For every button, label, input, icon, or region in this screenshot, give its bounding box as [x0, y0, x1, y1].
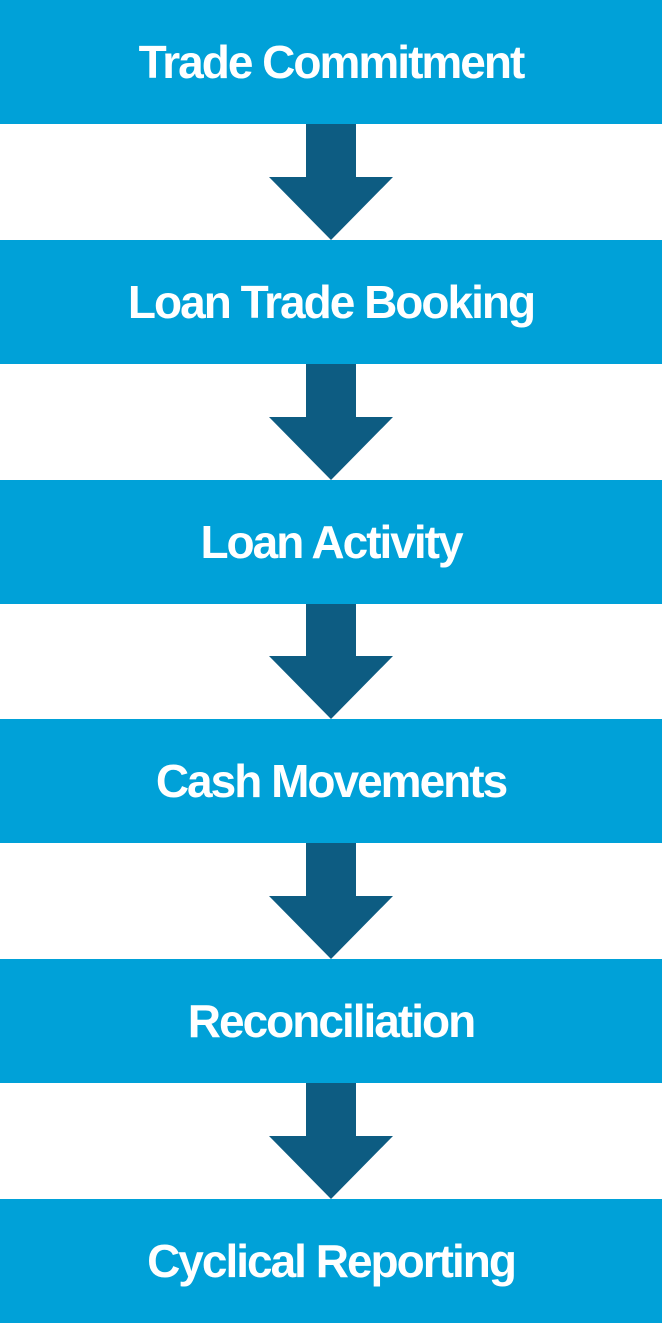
down-arrow-icon: [0, 603, 662, 720]
arrow-head: [269, 1135, 393, 1199]
arrow-stem: [306, 603, 356, 657]
down-arrow-icon: [0, 363, 662, 480]
arrow-head: [269, 896, 393, 960]
stage-loan-trade-booking: Loan Trade Booking: [0, 239, 662, 364]
stage-cash-movements: Cash Movements: [0, 719, 662, 844]
arrow-stem: [306, 363, 356, 417]
stage-loan-activity: Loan Activity: [0, 479, 662, 604]
arrow-stem: [306, 124, 356, 177]
stage-label: Loan Trade Booking: [127, 275, 536, 328]
arrow-stem: [306, 1083, 356, 1136]
arrow-head: [269, 176, 393, 240]
stage-label: Loan Activity: [200, 515, 463, 568]
stage-label: Reconciliation: [187, 995, 476, 1048]
stage-trade-commitment: Trade Commitment: [0, 0, 662, 124]
down-arrow-icon: [0, 1083, 662, 1199]
down-arrow-icon: [0, 843, 662, 960]
stage-label: Trade Commitment: [138, 36, 526, 88]
down-arrow-icon: [0, 124, 662, 240]
stage-cyclical-reporting: Cyclical Reporting: [0, 1198, 662, 1323]
stage-label: Cyclical Reporting: [147, 1234, 517, 1287]
arrow-stem: [306, 843, 356, 897]
arrow-head: [269, 416, 393, 480]
stage-reconciliation: Reconciliation: [0, 959, 662, 1084]
stage-label: Cash Movements: [155, 755, 508, 808]
arrow-head: [269, 656, 393, 720]
